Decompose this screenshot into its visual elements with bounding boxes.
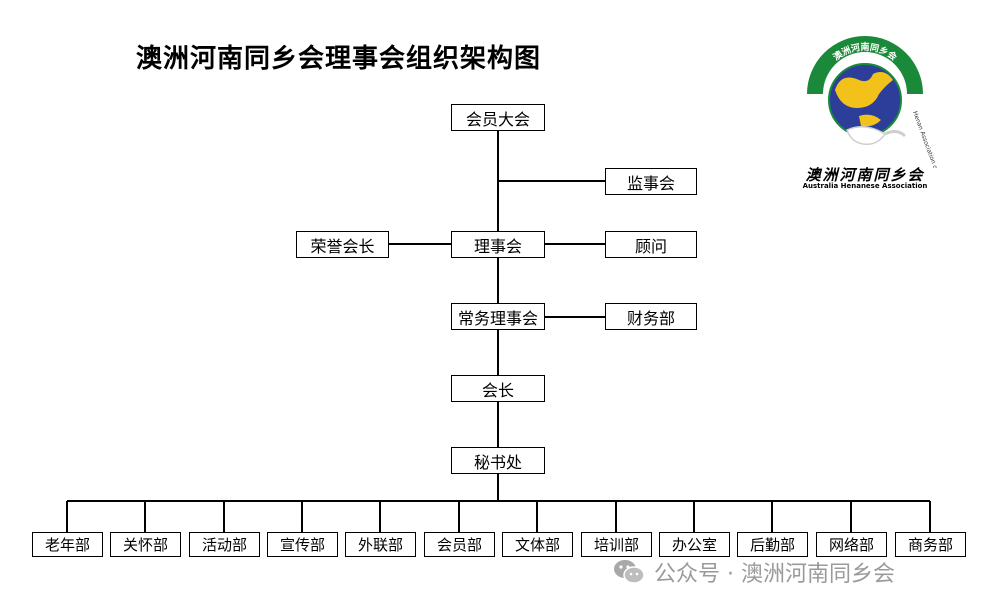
dept-box: 会员部: [424, 532, 495, 557]
dept-box: 商务部: [895, 532, 966, 557]
association-logo: 澳洲河南同乡会 Henan Association of Australia 澳…: [781, 28, 949, 194]
dept-box: 办公室: [659, 532, 730, 557]
dept-box: 培训部: [581, 532, 652, 557]
node-supervisory-board: 监事会: [605, 168, 697, 195]
node-standing-council: 常务理事会: [451, 303, 545, 330]
dept-box: 关怀部: [110, 532, 181, 557]
page-title: 澳洲河南同乡会理事会组织架构图: [136, 44, 542, 74]
dept-box: 老年部: [32, 532, 103, 557]
department-drops: [66, 501, 931, 532]
logo-emblem-icon: 澳洲河南同乡会 Henan Association of Australia: [807, 36, 949, 168]
node-general-assembly: 会员大会: [451, 104, 545, 131]
dept-box: 网络部: [816, 532, 887, 557]
node-advisor: 顾问: [605, 231, 697, 258]
wechat-icon: [614, 560, 645, 584]
node-finance: 财务部: [605, 303, 697, 330]
dept-box: 后勤部: [737, 532, 808, 557]
dept-box: 宣传部: [267, 532, 338, 557]
dept-box: 活动部: [189, 532, 260, 557]
node-honorary-president: 荣誉会长: [296, 231, 389, 258]
node-president: 会长: [451, 375, 545, 402]
node-secretariat: 秘书处: [451, 447, 545, 474]
logo-ring-text-en: Henan Association of Australia: [911, 110, 949, 168]
logo-ring: [807, 36, 923, 95]
node-council: 理事会: [451, 231, 545, 258]
watermark-text: 公众号 · 澳洲河南同乡会: [654, 562, 895, 587]
logo-name-cn: 澳洲河南同乡会: [805, 166, 925, 184]
logo-handshake: [846, 126, 887, 146]
logo-name-en: Australia Henanese Association: [802, 182, 928, 190]
logo-map: [835, 72, 893, 108]
dept-box: 外联部: [345, 532, 416, 557]
dept-box: 文体部: [502, 532, 573, 557]
watermark: 公众号 · 澳洲河南同乡会: [612, 555, 895, 589]
